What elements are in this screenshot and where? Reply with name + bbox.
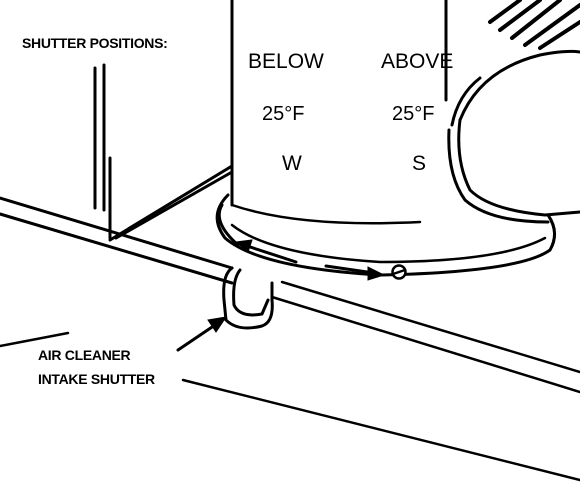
arrow-right-head-icon: [367, 266, 386, 281]
position-below-temperature: 25°F: [262, 103, 304, 125]
callout-label-line1: AIR CLEANER: [38, 347, 131, 363]
shutter-positions-heading: SHUTTER POSITIONS:: [22, 35, 168, 51]
elbow-tube: [447, 0, 580, 252]
arrow-left-icon: [242, 243, 298, 264]
arrow-left-head-icon: [234, 239, 253, 253]
position-above-temperature: 25°F: [392, 103, 434, 125]
callout-arrow: [176, 316, 228, 352]
position-below-condition: BELOW: [248, 50, 324, 73]
rotation-arrows: [234, 239, 386, 281]
callout-arrowhead-icon: [207, 316, 228, 333]
shelf-lines: [0, 196, 580, 482]
engine-wall: [93, 63, 234, 242]
arrow-right-icon: [324, 264, 376, 275]
intake-shutter-flap: [222, 266, 274, 330]
position-below-setting: W: [282, 152, 302, 175]
position-above-setting: S: [412, 152, 426, 175]
callout-label-line2: INTAKE SHUTTER: [38, 371, 155, 387]
snorkel-body: [230, 0, 448, 225]
position-above-condition: ABOVE: [381, 50, 453, 73]
ring-screw-icon: [391, 264, 407, 280]
